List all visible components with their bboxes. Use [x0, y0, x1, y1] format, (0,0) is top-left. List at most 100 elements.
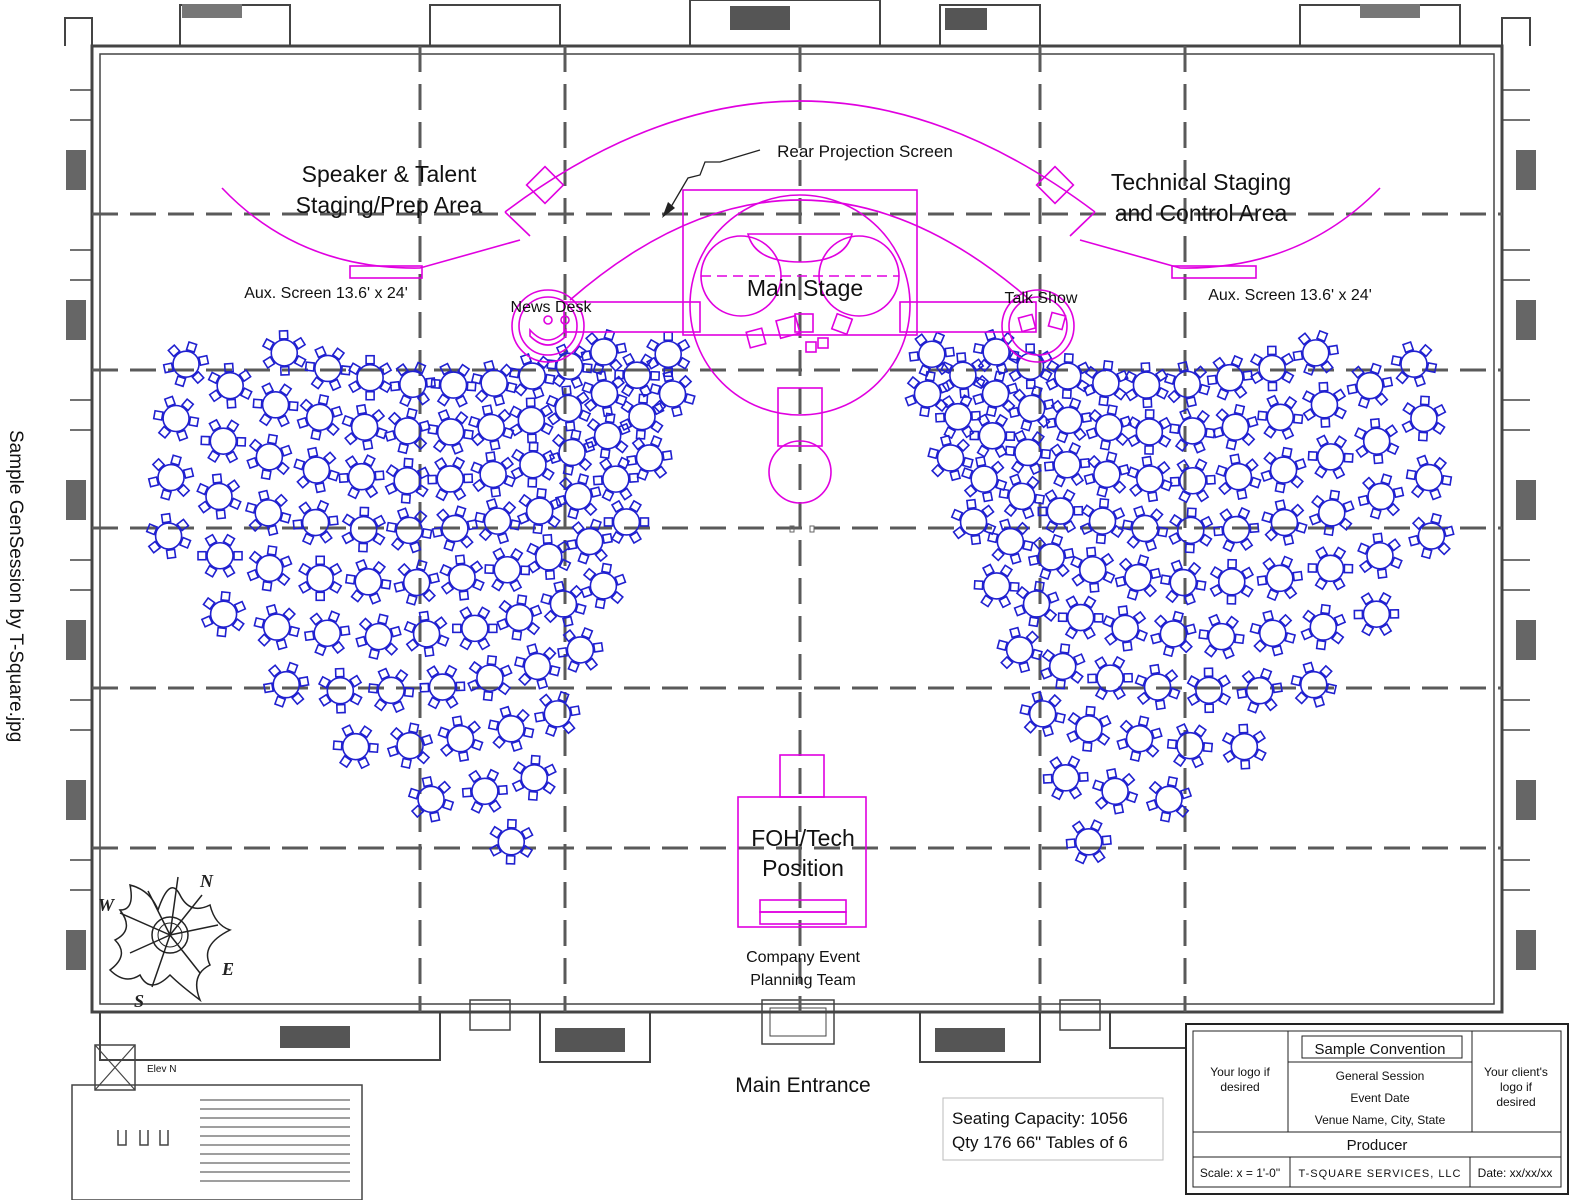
tech-area-label-2: and Control Area — [1115, 200, 1288, 226]
session-name: General Session — [1336, 1069, 1425, 1083]
round-table — [526, 533, 572, 581]
round-table — [470, 359, 518, 407]
round-table — [262, 661, 310, 708]
compass-e: E — [221, 959, 234, 979]
round-table — [1127, 409, 1172, 455]
round-table — [987, 518, 1034, 565]
round-table — [1166, 722, 1214, 769]
round-table — [1150, 610, 1197, 658]
planning-team-label-1: Company Event — [746, 949, 860, 966]
round-table — [298, 555, 343, 602]
round-table — [1042, 755, 1089, 801]
round-table — [1145, 775, 1193, 823]
round-table — [293, 446, 340, 494]
round-table — [1390, 341, 1438, 388]
round-table — [467, 654, 513, 702]
round-table — [196, 473, 242, 520]
round-table — [1039, 643, 1086, 690]
round-table — [908, 331, 956, 378]
round-table — [927, 434, 974, 482]
round-table — [584, 412, 631, 460]
round-table — [344, 558, 392, 605]
round-table — [386, 722, 434, 769]
round-table — [1257, 394, 1304, 440]
capacity-line-1: Seating Capacity: 1056 — [952, 1109, 1128, 1128]
round-table — [487, 705, 535, 753]
round-table — [304, 345, 352, 392]
round-table — [961, 455, 1008, 503]
round-table — [581, 370, 628, 418]
seating-capacity-note: Seating Capacity: 1056 Qty 176 66" Table… — [942, 1097, 1164, 1161]
round-table — [557, 626, 604, 673]
round-table — [1027, 533, 1075, 581]
round-table — [1114, 554, 1162, 601]
round-table — [1102, 605, 1149, 652]
round-table — [341, 506, 387, 553]
round-table — [508, 397, 554, 444]
round-table — [1087, 655, 1133, 701]
round-table — [1057, 595, 1104, 640]
client-logo-text-right-1: Your client's — [1484, 1065, 1548, 1079]
round-table — [998, 473, 1046, 520]
round-table — [430, 362, 477, 408]
round-table — [207, 362, 253, 409]
round-table — [1408, 512, 1455, 560]
round-table — [246, 433, 293, 481]
round-table — [474, 497, 521, 545]
round-table — [292, 499, 339, 546]
round-table — [145, 512, 192, 560]
column-grid — [92, 46, 1502, 1012]
round-table — [619, 393, 665, 440]
round-table — [1249, 609, 1297, 657]
company-name: T-SQUARE SERVICES, LLC — [1298, 1168, 1461, 1180]
round-table — [592, 456, 639, 502]
round-table — [1212, 403, 1259, 451]
round-table — [1121, 505, 1169, 552]
file-caption: Sample GenSession by T-Square.jpg — [5, 430, 26, 742]
round-table — [1168, 507, 1214, 554]
main-entrance-label: Main Entrance — [735, 1074, 870, 1097]
round-table — [1221, 723, 1267, 770]
round-table — [1070, 546, 1116, 593]
round-table — [317, 667, 363, 714]
round-table — [973, 563, 1020, 609]
round-table — [407, 775, 455, 823]
talk-show-label: Talk Show — [1005, 290, 1078, 307]
round-table — [1249, 345, 1295, 392]
round-table — [341, 403, 388, 451]
round-table — [513, 643, 561, 690]
round-table — [1169, 458, 1216, 504]
round-table — [1160, 559, 1207, 606]
round-table — [384, 457, 430, 504]
round-table — [261, 329, 307, 376]
round-table — [338, 454, 385, 500]
round-table — [200, 590, 247, 638]
speaker-area-label-2: Staging/Prep Area — [296, 192, 483, 218]
round-table — [332, 724, 379, 770]
client-logo-text-right-3: desired — [1496, 1095, 1535, 1109]
round-table — [347, 354, 393, 401]
news-desk-label: News Desk — [511, 299, 593, 316]
round-table — [197, 533, 243, 578]
round-table — [1401, 395, 1447, 442]
round-table — [1065, 819, 1112, 865]
round-table — [1353, 591, 1400, 637]
stage-set — [221, 100, 1381, 928]
round-table — [1037, 488, 1084, 534]
round-table — [1405, 454, 1453, 501]
event-date: Event Date — [1350, 1091, 1410, 1105]
round-table — [1307, 546, 1354, 591]
round-table — [1213, 506, 1260, 553]
round-table — [1116, 715, 1163, 762]
round-table — [1091, 767, 1139, 815]
seating-tables — [145, 328, 1455, 865]
rear-projection-leader — [667, 149, 761, 213]
round-table — [1169, 408, 1216, 454]
aux-screen-left-label: Aux. Screen 13.6' x 24' — [244, 285, 408, 302]
planning-team-label-2: Planning Team — [750, 972, 856, 989]
round-table — [566, 518, 613, 565]
scale-label: Scale: x = 1'-0" — [1200, 1166, 1280, 1180]
round-table — [452, 606, 498, 651]
client-logo-text-left-1: Your logo if — [1210, 1065, 1270, 1079]
